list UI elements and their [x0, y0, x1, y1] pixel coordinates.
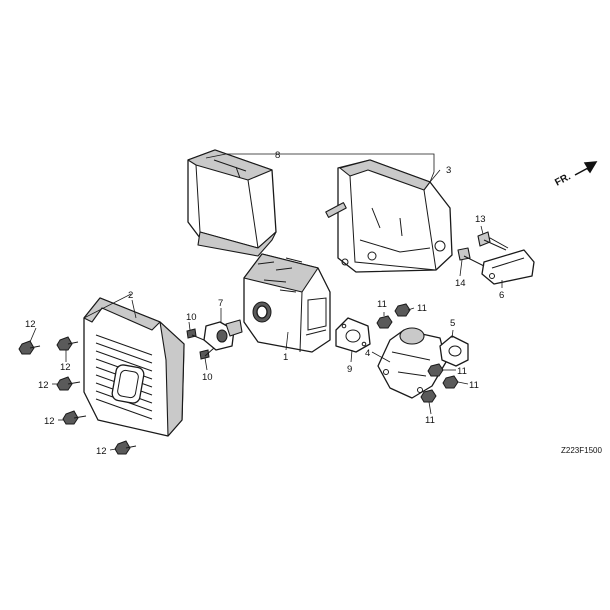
part-4-exhaust-bracket: [377, 327, 447, 399]
part-2-muffler-protector: [83, 297, 185, 437]
callout-10-upper: 10: [186, 312, 197, 323]
part-1-muffler: [243, 253, 331, 353]
part-9-gasket: [335, 317, 371, 353]
callout-11-d: 11: [469, 380, 479, 391]
callout-11-c: 11: [457, 366, 467, 377]
front-direction-label: FR.: [553, 171, 573, 188]
callout-14: 14: [455, 278, 466, 289]
callout-11-a: 11: [377, 299, 387, 310]
callout-2: 2: [128, 290, 133, 301]
part-11-nuts: [376, 303, 459, 403]
callout-labels: 8 3 2 1 7 10 10 9 4 5 6 11 11 11 11 11 1…: [25, 150, 504, 457]
part-8-muffler-protector: [187, 149, 277, 257]
callout-3: 3: [446, 165, 451, 176]
callout-5: 5: [450, 318, 455, 329]
callout-11-e: 11: [425, 415, 435, 426]
part-5-gasket: [439, 335, 469, 367]
callout-12-b: 12: [60, 362, 71, 373]
callout-9: 9: [347, 364, 352, 375]
callout-12-a: 12: [25, 319, 36, 330]
part-10-bolt-lower: [199, 347, 215, 360]
callout-1: 1: [283, 352, 288, 363]
callout-12-d: 12: [44, 416, 55, 427]
drawing-code: Z223F1500: [561, 446, 602, 455]
front-direction-arrow-icon: [574, 161, 598, 176]
callout-13: 13: [475, 214, 486, 225]
part-6-stay: [481, 237, 535, 285]
callout-10-lower: 10: [202, 372, 213, 383]
callout-12-e: 12: [96, 446, 107, 457]
part-14-bolt: [457, 247, 485, 267]
callout-7: 7: [218, 298, 223, 309]
callout-4: 4: [365, 348, 370, 359]
part-3-muffler-cover: [325, 159, 453, 273]
callout-11-b: 11: [417, 303, 427, 314]
part-13-bolt: [477, 231, 507, 251]
callout-6: 6: [499, 290, 504, 301]
part-10-bolt-upper: [186, 328, 205, 341]
callout-8: 8: [275, 150, 280, 161]
callout-12-c: 12: [38, 380, 49, 391]
front-direction-indicator: FR.: [553, 161, 598, 189]
part-7-exhaust-connector: [203, 319, 243, 351]
leader-lines: [29, 153, 503, 451]
